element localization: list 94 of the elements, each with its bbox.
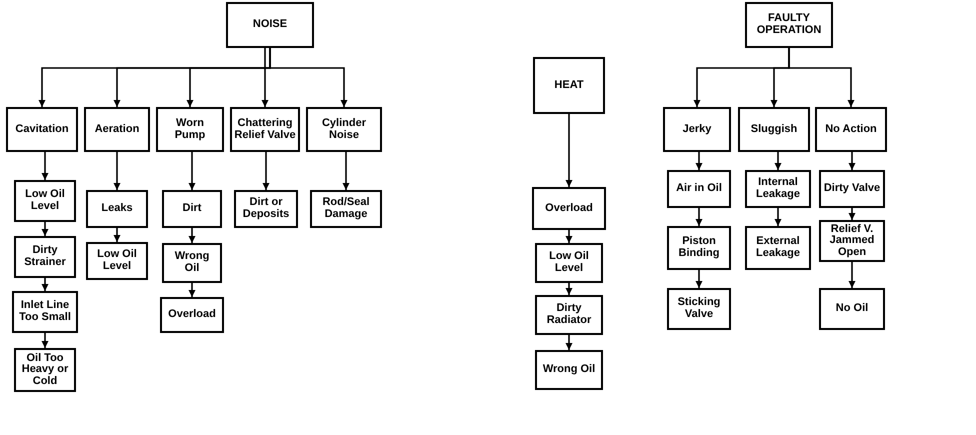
box-label: NOISE (252, 19, 288, 31)
arrow (566, 230, 572, 243)
box-label: Relief V. Jammed Open (828, 224, 876, 258)
process-box (162, 243, 222, 283)
process-box (532, 187, 606, 230)
arrow (696, 152, 702, 170)
box-label: Dirt or Deposits (242, 197, 290, 221)
box-label: No Action (824, 124, 878, 136)
box-label: Worn Pump (174, 118, 206, 142)
box-label: Wrong Oil (542, 364, 596, 376)
process-box (14, 348, 76, 392)
arrow (42, 152, 48, 180)
box-label: Dirty Strainer (23, 245, 67, 269)
box-label: Low Oil Level (548, 251, 590, 275)
arrow (269, 48, 348, 107)
box-label: Aeration (94, 124, 140, 136)
process-box (156, 107, 224, 152)
process-box (306, 107, 382, 152)
process-box (819, 170, 885, 208)
arrow (774, 208, 782, 226)
box-label: Dirty Radiator (546, 303, 592, 327)
process-box (815, 107, 887, 152)
process-box (162, 190, 222, 228)
process-box (86, 190, 148, 228)
process-box (667, 288, 731, 330)
arrow (188, 228, 196, 243)
arrow (42, 278, 48, 291)
box-label: Internal Leakage (754, 177, 802, 201)
box-label: No Oil (834, 303, 870, 315)
box-label: Jerky (682, 124, 712, 136)
process-box (667, 170, 731, 208)
process-box (310, 190, 382, 228)
process-box (667, 226, 731, 270)
arrow (566, 335, 572, 350)
arrow (696, 208, 702, 226)
process-box (663, 107, 731, 152)
box-label: Air in Oil (675, 183, 723, 195)
arrow (774, 152, 782, 170)
arrow (848, 262, 856, 288)
process-box (230, 107, 300, 152)
box-label: HEAT (553, 80, 585, 92)
process-box (535, 295, 603, 335)
arrow (342, 152, 350, 190)
process-box (84, 107, 150, 152)
process-box (745, 170, 811, 208)
arrow (188, 152, 196, 190)
arrow (114, 152, 120, 190)
box-label: Sluggish (750, 124, 798, 136)
box-label: Low Oil Level (96, 249, 138, 273)
process-box (819, 220, 885, 262)
process-box (819, 288, 885, 330)
box-label: Dirt (182, 203, 202, 215)
box-label: Sticking Valve (676, 297, 722, 321)
arrow (848, 208, 856, 220)
arrow (42, 222, 48, 236)
process-box (86, 242, 148, 280)
process-box (533, 57, 605, 114)
arrow (566, 283, 572, 295)
process-box (738, 107, 810, 152)
box-label: Cylinder Noise (320, 118, 367, 142)
box-label: Piston Binding (678, 236, 720, 260)
arrow (42, 333, 48, 348)
process-box (745, 2, 833, 48)
box-label: Inlet Line Too Small (18, 300, 72, 324)
process-box (14, 236, 76, 278)
box-label: Wrong Oil (174, 251, 210, 275)
box-label: Chattering Relief Valve (233, 118, 297, 142)
arrow (188, 283, 196, 297)
box-label: Cavitation (14, 124, 70, 136)
box-label: Overload (544, 202, 594, 214)
box-label: External Leakage (754, 236, 802, 260)
process-box (234, 190, 298, 228)
process-box (12, 291, 78, 333)
process-box (535, 350, 603, 390)
arrow (848, 152, 856, 170)
arrow (566, 114, 572, 187)
box-label: Dirty Valve (822, 183, 882, 195)
process-box (226, 2, 314, 48)
process-box (745, 226, 811, 270)
process-box (160, 297, 224, 333)
process-box (535, 243, 603, 283)
arrow (262, 152, 270, 190)
process-box (14, 180, 76, 222)
box-label: FAULTY OPERATION (756, 13, 822, 37)
arrow (114, 228, 120, 242)
box-label: Low Oil Level (24, 189, 66, 213)
box-label: Oil Too Heavy or Cold (20, 352, 70, 388)
arrow (262, 48, 268, 107)
box-label: Rod/Seal Damage (321, 197, 371, 221)
box-label: Overload (167, 309, 217, 321)
arrow (788, 48, 854, 107)
arrow (696, 270, 702, 288)
box-label: Leaks (100, 203, 134, 215)
process-box (6, 107, 78, 152)
